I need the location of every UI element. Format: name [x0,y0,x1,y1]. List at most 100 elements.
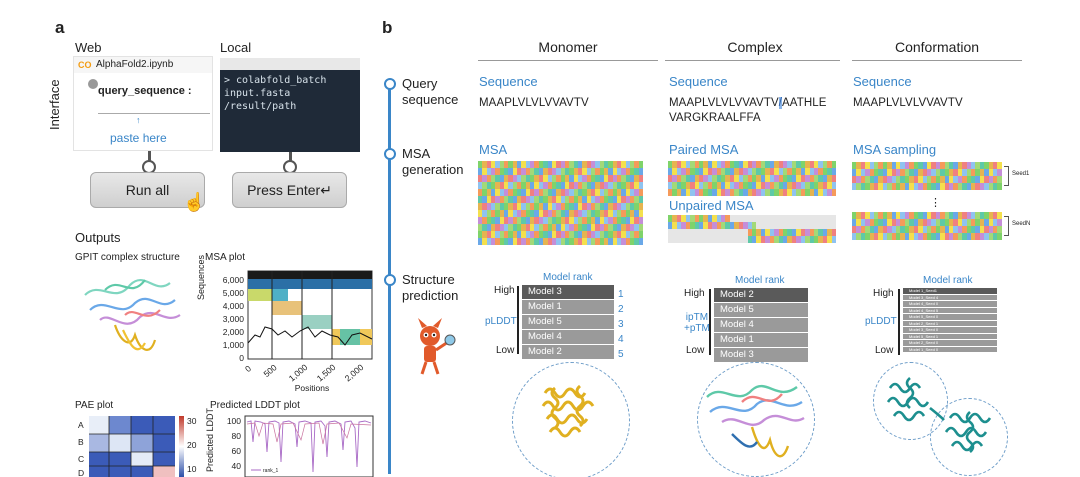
msa-cell [582,161,587,168]
msa-cell [617,238,622,245]
msa-cell [478,210,483,217]
msa-cell [681,161,686,168]
msa-cell [822,182,828,189]
msa-cell [832,222,836,229]
msa-cell [630,210,635,217]
msa-cell [698,175,704,182]
msa-cell [734,182,739,189]
msa-cell [900,219,905,226]
msa-cell [478,238,483,245]
msa-cell [752,222,757,229]
msa-cell [725,189,730,196]
msa-cell [813,168,819,175]
msa-cell [478,231,483,238]
msa-cell [560,175,565,182]
msa-cell [630,182,635,189]
play-cell-icon[interactable] [88,79,98,89]
msa-cell [508,175,513,182]
msa-cell [931,162,936,169]
msa-cell [878,212,883,219]
rank-number: 3 [618,319,624,330]
msa-cell [831,161,836,168]
query-sequence-input[interactable] [98,113,210,114]
complex-sequence-label: Sequence [669,74,728,89]
msa-row [852,169,1002,176]
msa-cell [988,162,993,169]
rank-item: Model 2_Seed 0 [903,340,997,346]
msa-cell [818,182,823,189]
msa-cell [564,168,570,175]
msa-cell [625,217,631,224]
msa-cell [612,161,617,168]
msa-cell [962,162,967,169]
msa-cell [984,233,989,240]
msa-cell [800,182,806,189]
msa-cell [582,175,587,182]
msa-cell [970,212,976,219]
press-enter-button[interactable]: Press Enter↵ [232,172,347,208]
msa-row [852,183,1002,190]
run-all-button[interactable]: Run all [90,172,205,208]
msa-cell [564,238,570,245]
msa-cell [538,175,544,182]
msa-cell [564,175,570,182]
msa-cell [495,231,500,238]
msa-cell [891,169,897,176]
msa-cell [931,212,936,219]
msa-cell [569,175,574,182]
msa-cell [809,175,814,182]
msa-cell [551,238,557,245]
msa-cell [538,196,544,203]
msa-cell [922,169,927,176]
msa-cell [948,183,954,190]
paste-hint: paste here [110,131,167,145]
msa-cell [787,168,792,175]
msa-cell [530,238,535,245]
msa-cell [909,233,914,240]
msa-cell [796,161,801,168]
msa-cell [997,226,1002,233]
msa-cell [887,176,892,183]
msa-cell [590,217,596,224]
msa-cell [577,168,583,175]
msa-cell [931,169,936,176]
msa-cell [681,222,686,229]
msa-cell [993,233,998,240]
msa-cell [791,175,797,182]
msa-cell [478,168,483,175]
msa-cell [940,176,945,183]
msa-cell [582,203,587,210]
msa-cell [499,203,505,210]
msa-cell [874,226,879,233]
msa-cell [560,210,565,217]
msa-cell [495,168,500,175]
msa-cell [534,217,539,224]
msa-cell [765,161,770,168]
msa-cell [499,231,505,238]
msa-cell [935,183,941,190]
msa-cell [482,203,487,210]
msa-cell [612,224,617,231]
msa-cell [896,176,901,183]
msa-cell [612,238,617,245]
msa-cell [984,226,989,233]
msa-cell [887,233,892,240]
msa-cell [617,217,622,224]
rank-item: Model 4 [522,330,614,344]
msa-cell [774,168,779,175]
msa-row [478,168,643,175]
msa-row [852,176,1002,183]
msa-cell [774,182,779,189]
msa-cell [512,217,518,224]
msa-cell [997,183,1002,190]
msa-cell [962,226,967,233]
msa-row [668,175,836,182]
msa-cell [543,238,548,245]
msa-cell [543,196,548,203]
msa-cell [603,161,609,168]
msa-cell [993,212,998,219]
msa-cell [508,189,513,196]
msa-cell [512,168,518,175]
msa-cell [822,161,828,168]
msa-cell [508,210,513,217]
